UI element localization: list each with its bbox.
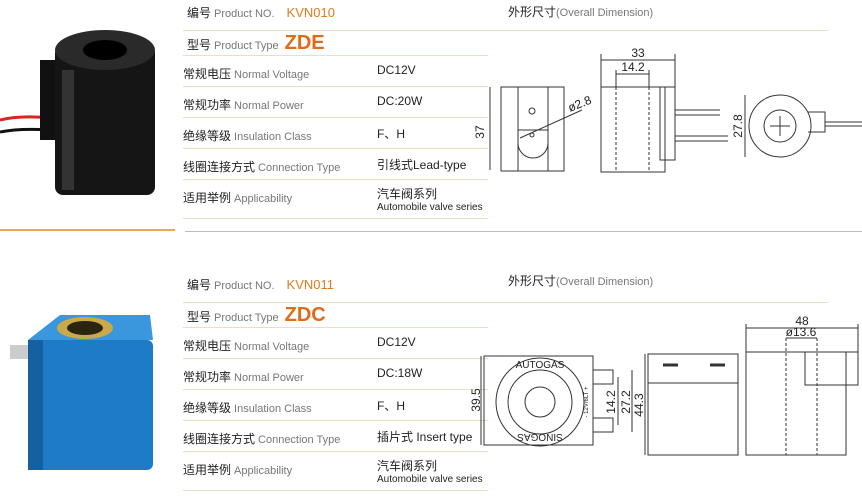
power-value: DC:18W xyxy=(377,366,423,380)
label-en: Product Type xyxy=(214,312,279,324)
label-en: Normal Voltage xyxy=(234,69,310,81)
applicability-value-cn: 汽车阀系列 xyxy=(377,459,438,473)
dimension-label-cn: 外形尺寸 xyxy=(508,5,557,19)
label-en: Product Type xyxy=(214,40,279,52)
label-en: Insulation Class xyxy=(234,403,312,415)
ring-text-top: AUTOGAS xyxy=(516,360,565,371)
product-code: KVN011 xyxy=(286,277,335,292)
label-en: Insulation Class xyxy=(234,131,312,143)
dim-height: 39.5 xyxy=(469,388,483,412)
label-en: Applicability xyxy=(234,193,293,205)
dim-width: 48 xyxy=(795,314,809,328)
section-divider-accent xyxy=(0,229,175,231)
dim-bore: ø13.6 xyxy=(786,325,817,339)
label-cn: 适用举例 xyxy=(183,191,232,205)
insulation-value: F、H xyxy=(377,127,405,141)
dim-width: 33 xyxy=(631,46,645,60)
label-en: Connection Type xyxy=(258,434,341,446)
dim-pin-gap: 14.2 xyxy=(604,390,618,414)
voltage-value: DC12V xyxy=(377,335,416,349)
product-code: KVN010 xyxy=(286,5,335,20)
label-cn: 线圈连接方式 xyxy=(183,432,256,446)
ring-text-bottom: SINOGAS xyxy=(517,431,563,442)
label-en: Connection Type xyxy=(258,162,341,174)
dim-height: 37 xyxy=(473,125,487,139)
dimension-label-en: (Overall Dimension) xyxy=(556,7,654,19)
label-cn: 常规电压 xyxy=(183,339,232,353)
label-cn: 型号 xyxy=(187,310,212,324)
label-cn: 常规功率 xyxy=(183,370,232,384)
label-cn: 绝缘等级 xyxy=(183,401,232,415)
product-photo-kvn010 xyxy=(0,30,155,195)
label-en: Normal Power xyxy=(234,100,304,112)
dimension-drawing-kvn010: 37 ø2.8 33 14.2 27.8 xyxy=(473,46,862,173)
voltage-value: DC12V xyxy=(377,63,416,77)
dimension-label-cn: 外形尺寸 xyxy=(508,274,557,288)
label-cn: 编号 xyxy=(187,6,212,20)
applicability-value-en: Automobile valve series xyxy=(377,474,483,485)
dim-diameter: 27.8 xyxy=(731,114,745,138)
dim-pin-span: 27.2 xyxy=(619,390,633,414)
insulation-value: F、H xyxy=(377,399,405,413)
dim-inner: 14.2 xyxy=(621,60,645,74)
label-en: Applicability xyxy=(234,465,293,477)
rating-text: - 12V/6LT + xyxy=(584,386,590,417)
label-en: Normal Voltage xyxy=(234,341,310,353)
label-en: Product NO. xyxy=(214,8,275,20)
product-type: ZDE xyxy=(284,32,325,54)
dimension-label-en: (Overall Dimension) xyxy=(556,276,654,288)
dimension-drawing-kvn011: 39.5 AUTOGAS SINOGAS - 12V/6LT + 14.2 27… xyxy=(469,314,859,456)
connection-value: 引线式Lead-type xyxy=(377,158,467,172)
label-cn: 常规功率 xyxy=(183,98,232,112)
label-en: Product NO. xyxy=(214,280,275,292)
label-cn: 绝缘等级 xyxy=(183,129,232,143)
applicability-value-cn: 汽车阀系列 xyxy=(377,187,438,201)
product-type: ZDC xyxy=(284,304,326,326)
label-en: Normal Power xyxy=(234,372,304,384)
dim-side-height: 44.3 xyxy=(632,393,646,417)
product-photo-kvn011 xyxy=(10,315,153,470)
label-cn: 型号 xyxy=(187,38,212,52)
label-cn: 线圈连接方式 xyxy=(183,160,256,174)
connection-value: 插片式 Insert type xyxy=(377,430,473,444)
label-cn: 适用举例 xyxy=(183,463,232,477)
label-cn: 编号 xyxy=(187,278,212,292)
section-divider xyxy=(185,231,862,232)
label-cn: 常规电压 xyxy=(183,67,232,81)
applicability-value-en: Automobile valve series xyxy=(377,202,483,213)
power-value: DC:20W xyxy=(377,94,423,108)
